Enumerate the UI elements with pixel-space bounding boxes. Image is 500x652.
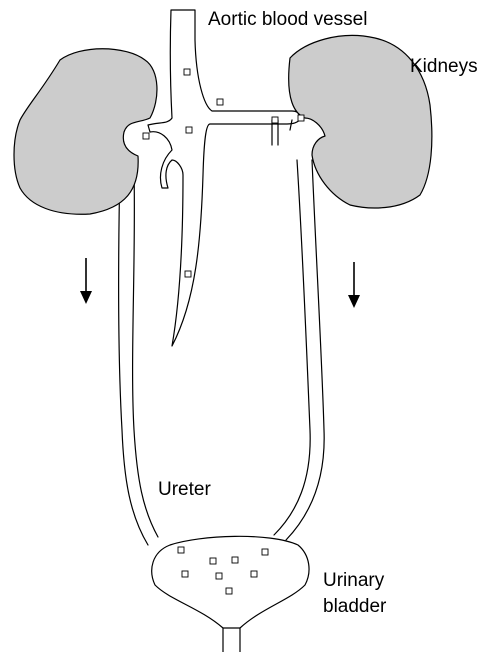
left-kidney <box>14 49 157 215</box>
particle <box>143 133 149 139</box>
label-aortic-blood-vessel: Aortic blood vessel <box>208 9 367 30</box>
particle <box>251 571 257 577</box>
label-bladder: bladder <box>323 596 387 617</box>
label-kidneys: Kidneys <box>410 56 478 77</box>
particle <box>178 547 184 553</box>
particle <box>298 115 304 121</box>
particle <box>217 99 223 105</box>
right-flow-arrow <box>348 262 360 308</box>
particle <box>272 117 278 123</box>
particle <box>186 127 192 133</box>
particle <box>232 557 238 563</box>
particle <box>185 271 191 277</box>
particle <box>216 573 222 579</box>
right-ureter <box>274 160 324 540</box>
left-flow-arrow <box>80 258 92 304</box>
particle <box>262 549 268 555</box>
left-ureter <box>119 165 158 545</box>
particle <box>182 571 188 577</box>
particle <box>210 558 216 564</box>
particles <box>143 69 304 594</box>
label-ureter: Ureter <box>158 479 211 500</box>
aortic-vessel <box>148 10 300 346</box>
particle <box>226 588 232 594</box>
label-urinary: Urinary <box>323 570 385 591</box>
particle <box>184 69 190 75</box>
